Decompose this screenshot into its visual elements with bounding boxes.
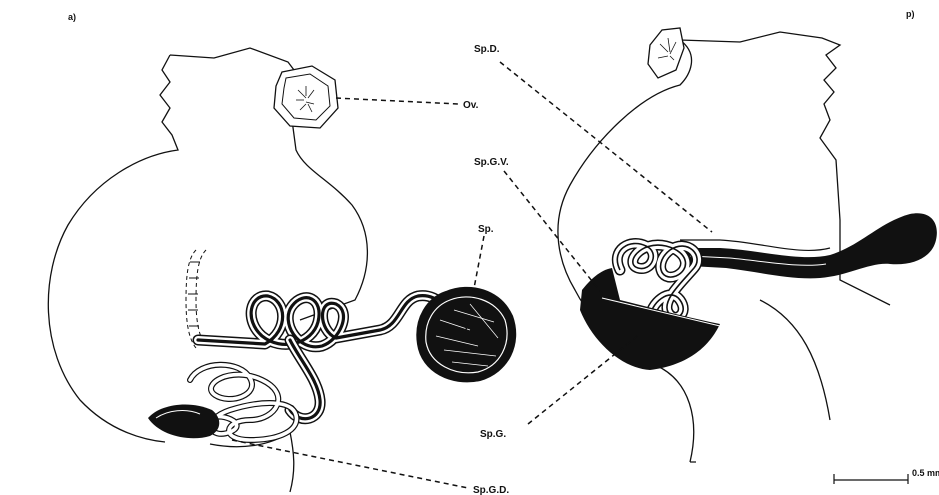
dashed-tube-a	[186, 250, 206, 348]
label-ov: Ov.	[463, 100, 479, 111]
scale-bar: 0.5 mm	[834, 468, 939, 484]
leader-sp-g-v	[504, 171, 604, 296]
scale-bar-label: 0.5 mm	[912, 468, 939, 478]
label-sp: Sp.	[478, 224, 494, 235]
label-sp-g-v: Sp.G.V.	[474, 157, 509, 168]
ovary-b	[648, 28, 684, 78]
label-sp-d: Sp.D.	[474, 44, 500, 55]
spermathecal-duct-b	[680, 213, 937, 278]
leader-sp-g-d	[232, 440, 468, 488]
label-sp-g-d: Sp.G.D.	[473, 485, 509, 495]
panel-a-label: a)	[68, 12, 76, 22]
spermathecal-gland-a	[148, 404, 219, 438]
label-sp-g: Sp.G.	[480, 429, 506, 440]
spermathecal-gland-b	[580, 268, 720, 370]
ovary-a	[274, 66, 338, 128]
panel-b-label: p)	[906, 9, 915, 19]
panel-b-body-outline	[558, 32, 890, 462]
spermatheca-a	[417, 288, 515, 382]
leader-ov	[336, 98, 458, 104]
